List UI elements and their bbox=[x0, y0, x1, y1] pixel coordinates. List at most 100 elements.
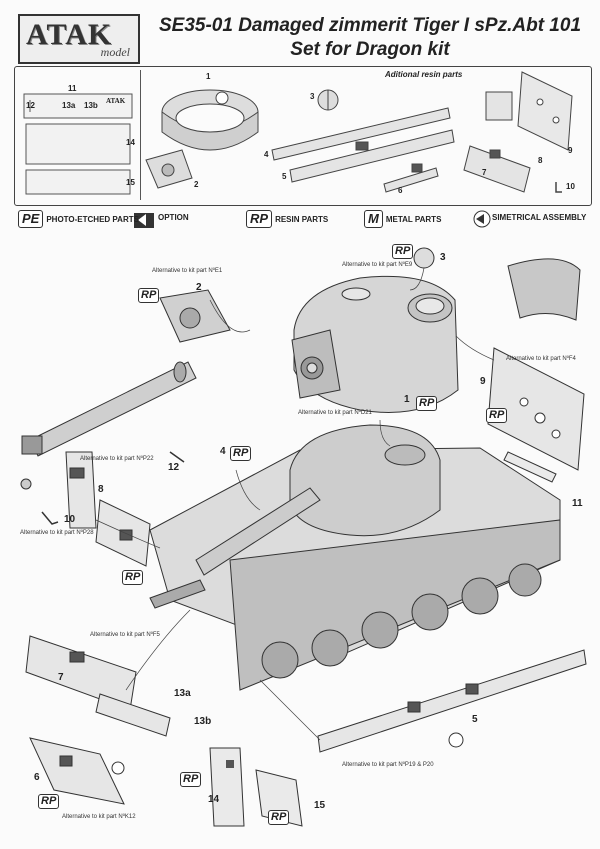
callout-e9: Alternative to kit part NºE9 bbox=[342, 262, 413, 268]
main-num-11: 11 bbox=[572, 498, 583, 509]
hull-assembly bbox=[149, 424, 561, 691]
title-line-2: Set for Dragon kit bbox=[290, 39, 450, 60]
rp-badge-part-9: RP bbox=[486, 408, 508, 423]
top-part-10: 10 bbox=[566, 182, 575, 191]
rp-badge-part-4: RP bbox=[230, 446, 252, 461]
legend-metal: M METAL PARTS bbox=[364, 210, 441, 228]
callout-f5: Alternative to kit part NºF5 bbox=[90, 632, 160, 638]
main-symmetry-icon bbox=[448, 732, 464, 748]
main-part-15 bbox=[255, 769, 303, 827]
top-part-5: 5 bbox=[282, 172, 287, 181]
top-part-6: 6 bbox=[398, 186, 403, 195]
main-part-7-plate bbox=[25, 635, 171, 737]
main-part-12 bbox=[169, 451, 185, 463]
rp-badge-part-2: RP bbox=[138, 288, 160, 303]
parts-4-5-plates bbox=[271, 107, 455, 183]
main-part-10-light bbox=[20, 478, 32, 490]
fret-label-11: 11 bbox=[68, 84, 77, 93]
fret-label-13a: 13a bbox=[62, 101, 76, 110]
top-part-2: 2 bbox=[194, 180, 199, 189]
part-1-turret-ring bbox=[161, 89, 259, 151]
rp-badge-part-14: RP bbox=[268, 810, 290, 825]
callout-p22: Alternative to kit part NºP22 bbox=[80, 456, 154, 462]
legend-symmetry: SIMETRICAL ASSEMBLY bbox=[492, 213, 586, 222]
logo-main-text: ATAK bbox=[26, 18, 113, 51]
m-text: METAL PARTS bbox=[385, 214, 442, 224]
title-line-1: SE35-01 Damaged zimmerit Tiger I sPz.Abt… bbox=[158, 15, 582, 36]
top-part-8: 8 bbox=[538, 156, 543, 165]
turret-assembly bbox=[291, 275, 459, 413]
rp-legend-badge: RP bbox=[246, 210, 273, 228]
fret-label-15: 15 bbox=[126, 178, 135, 187]
main-num-10: 10 bbox=[64, 514, 76, 525]
fret-label-12: 12 bbox=[26, 101, 35, 110]
main-num-7: 7 bbox=[58, 672, 64, 683]
main-part-5-plate bbox=[317, 649, 587, 753]
sym-text: SIMETRICAL ASSEMBLY bbox=[492, 213, 587, 222]
parts-overview-box bbox=[14, 66, 592, 206]
main-num-4: 4 bbox=[220, 446, 226, 457]
callout-d21: Alternative to kit part NºD21 bbox=[298, 410, 372, 416]
additional-parts-label: Aditional resin parts bbox=[385, 70, 463, 79]
part-6-plate bbox=[383, 163, 439, 193]
callout-f4: Alternative to kit part NºF4 bbox=[506, 356, 576, 362]
fret-label-13b: 13b bbox=[84, 101, 98, 110]
legend-pe: PE PHOTO-ETCHED PARTS bbox=[18, 210, 139, 228]
resin-insert bbox=[507, 258, 581, 321]
part-14-grille-icon bbox=[226, 760, 234, 768]
parts-7-8-plates bbox=[463, 91, 531, 193]
mantlet-part-2 bbox=[159, 289, 231, 343]
pe-fret-panel bbox=[18, 70, 141, 200]
main-num-8: 8 bbox=[98, 484, 104, 495]
page-title: SE35-01 Damaged zimmerit Tiger I sPz.Abt… bbox=[150, 14, 590, 62]
legend-option: OPTION bbox=[158, 213, 189, 222]
fret-logo: ATAK bbox=[106, 97, 126, 105]
option-arrow-icon bbox=[134, 213, 154, 228]
main-num-13a: 13a bbox=[174, 688, 191, 699]
main-num-15: 15 bbox=[314, 800, 326, 811]
main-num-6: 6 bbox=[34, 772, 40, 783]
main-num-2: 2 bbox=[196, 282, 202, 293]
main-num-5: 5 bbox=[472, 714, 478, 725]
rp-badge-part-6: RP bbox=[38, 794, 60, 809]
pe-fret bbox=[23, 93, 133, 195]
rp-badge-part-1: RP bbox=[416, 396, 438, 411]
top-part-4: 4 bbox=[264, 150, 269, 159]
main-part-6-plate bbox=[29, 737, 125, 805]
part-9-plate bbox=[517, 71, 573, 151]
callout-p28: Alternative to kit part NºP28 bbox=[20, 530, 94, 536]
fret-label-14: 14 bbox=[126, 138, 135, 147]
rp-badge-part-3: RP bbox=[392, 244, 414, 259]
gun-barrel bbox=[21, 361, 197, 457]
main-part-3-hatch bbox=[413, 247, 435, 269]
main-num-3: 3 bbox=[440, 252, 446, 263]
atak-logo: ATAK model bbox=[18, 14, 140, 64]
top-part-1: 1 bbox=[206, 72, 211, 81]
pe-badge: PE bbox=[18, 210, 44, 228]
logo-sub-text: model bbox=[100, 45, 130, 59]
main-num-9: 9 bbox=[480, 376, 486, 387]
rp-badge-part-7: RP bbox=[180, 772, 202, 787]
main-part-8-plate bbox=[65, 451, 151, 567]
top-part-3: 3 bbox=[310, 92, 315, 101]
top-part-9: 9 bbox=[568, 146, 573, 155]
pe-text: PHOTO-ETCHED PARTS bbox=[46, 214, 139, 224]
callout-e1: Alternative to kit part NºE1 bbox=[152, 268, 223, 274]
part-3-hatch bbox=[317, 89, 339, 111]
main-num-13b: 13b bbox=[194, 716, 212, 727]
part-10-handle bbox=[555, 182, 562, 193]
option-text: OPTION bbox=[158, 213, 189, 222]
legend-rp: RP RESIN PARTS bbox=[246, 210, 328, 228]
rp-text: RESIN PARTS bbox=[275, 214, 329, 224]
main-num-1: 1 bbox=[404, 394, 410, 405]
main-part-11 bbox=[503, 451, 557, 483]
part-2-bracket bbox=[145, 149, 193, 189]
top-part-7: 7 bbox=[482, 168, 487, 177]
rp-badge-part-8: RP bbox=[122, 570, 144, 585]
legend-bar: PE PHOTO-ETCHED PARTS OPTION RP RESIN PA… bbox=[14, 208, 590, 232]
leader-lines bbox=[95, 267, 495, 741]
callout-p19-p20: Alternative to kit part NºP19 & P20 bbox=[342, 762, 434, 768]
callout-k12: Alternative to kit part NºK12 bbox=[62, 814, 136, 820]
m-badge: M bbox=[364, 210, 383, 228]
main-part-14 bbox=[209, 747, 245, 827]
